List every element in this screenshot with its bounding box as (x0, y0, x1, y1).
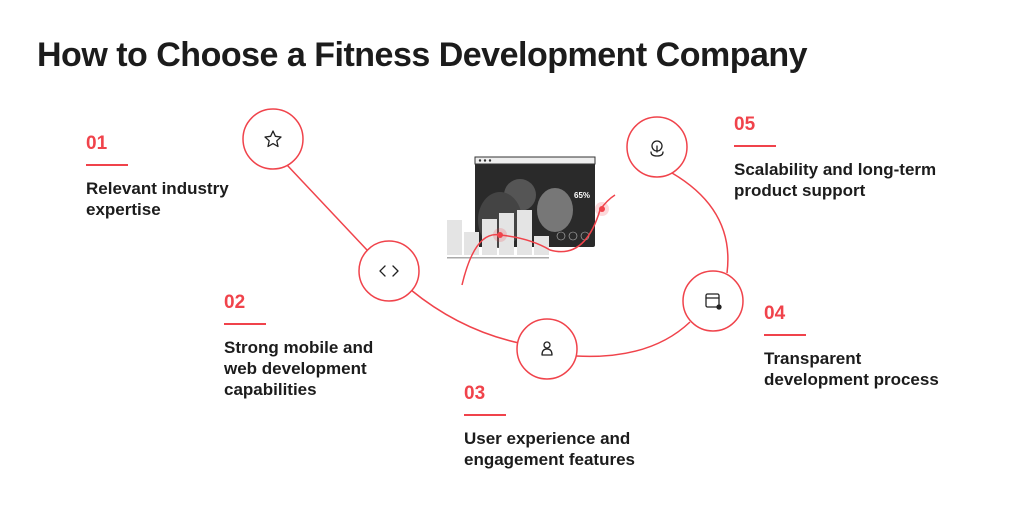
step-number: 01 (86, 133, 108, 154)
touch-icon (650, 140, 664, 157)
step-number: 04 (764, 303, 786, 324)
step-label: Transparent development process (764, 349, 939, 389)
divider (224, 323, 266, 325)
stat-readout: 65% (574, 191, 590, 200)
star-icon (264, 130, 282, 148)
divider (734, 145, 776, 147)
step-04: 04 Transparent development process (764, 303, 994, 390)
step-number: 05 (734, 114, 756, 135)
step-node-04 (682, 270, 744, 332)
step-label: User experience and engagement features (464, 429, 635, 469)
step-05: 05 Scalability and long-term product sup… (734, 114, 964, 201)
step-label: Strong mobile and web development capabi… (224, 338, 374, 399)
step-label: Relevant industry expertise (86, 179, 229, 219)
divider (86, 164, 128, 166)
step-label: Scalability and long-term product suppor… (734, 160, 937, 200)
page-title: How to Choose a Fitness Development Comp… (37, 36, 808, 74)
divider (464, 414, 506, 416)
step-01: 01 Relevant industry expertise (86, 133, 316, 220)
divider (764, 334, 806, 336)
window-settings-icon (705, 293, 722, 310)
step-02: 02 Strong mobile and web development cap… (224, 292, 454, 400)
code-icon (379, 265, 399, 277)
connector-path (286, 164, 729, 358)
fitness-app-illustration: 65% (447, 156, 616, 286)
step-node-02 (358, 240, 420, 302)
step-number: 03 (464, 383, 486, 404)
user-icon (541, 341, 553, 356)
step-number: 02 (224, 292, 246, 313)
step-node-01 (242, 108, 304, 170)
step-03: 03 User experience and engagement featur… (464, 383, 694, 470)
